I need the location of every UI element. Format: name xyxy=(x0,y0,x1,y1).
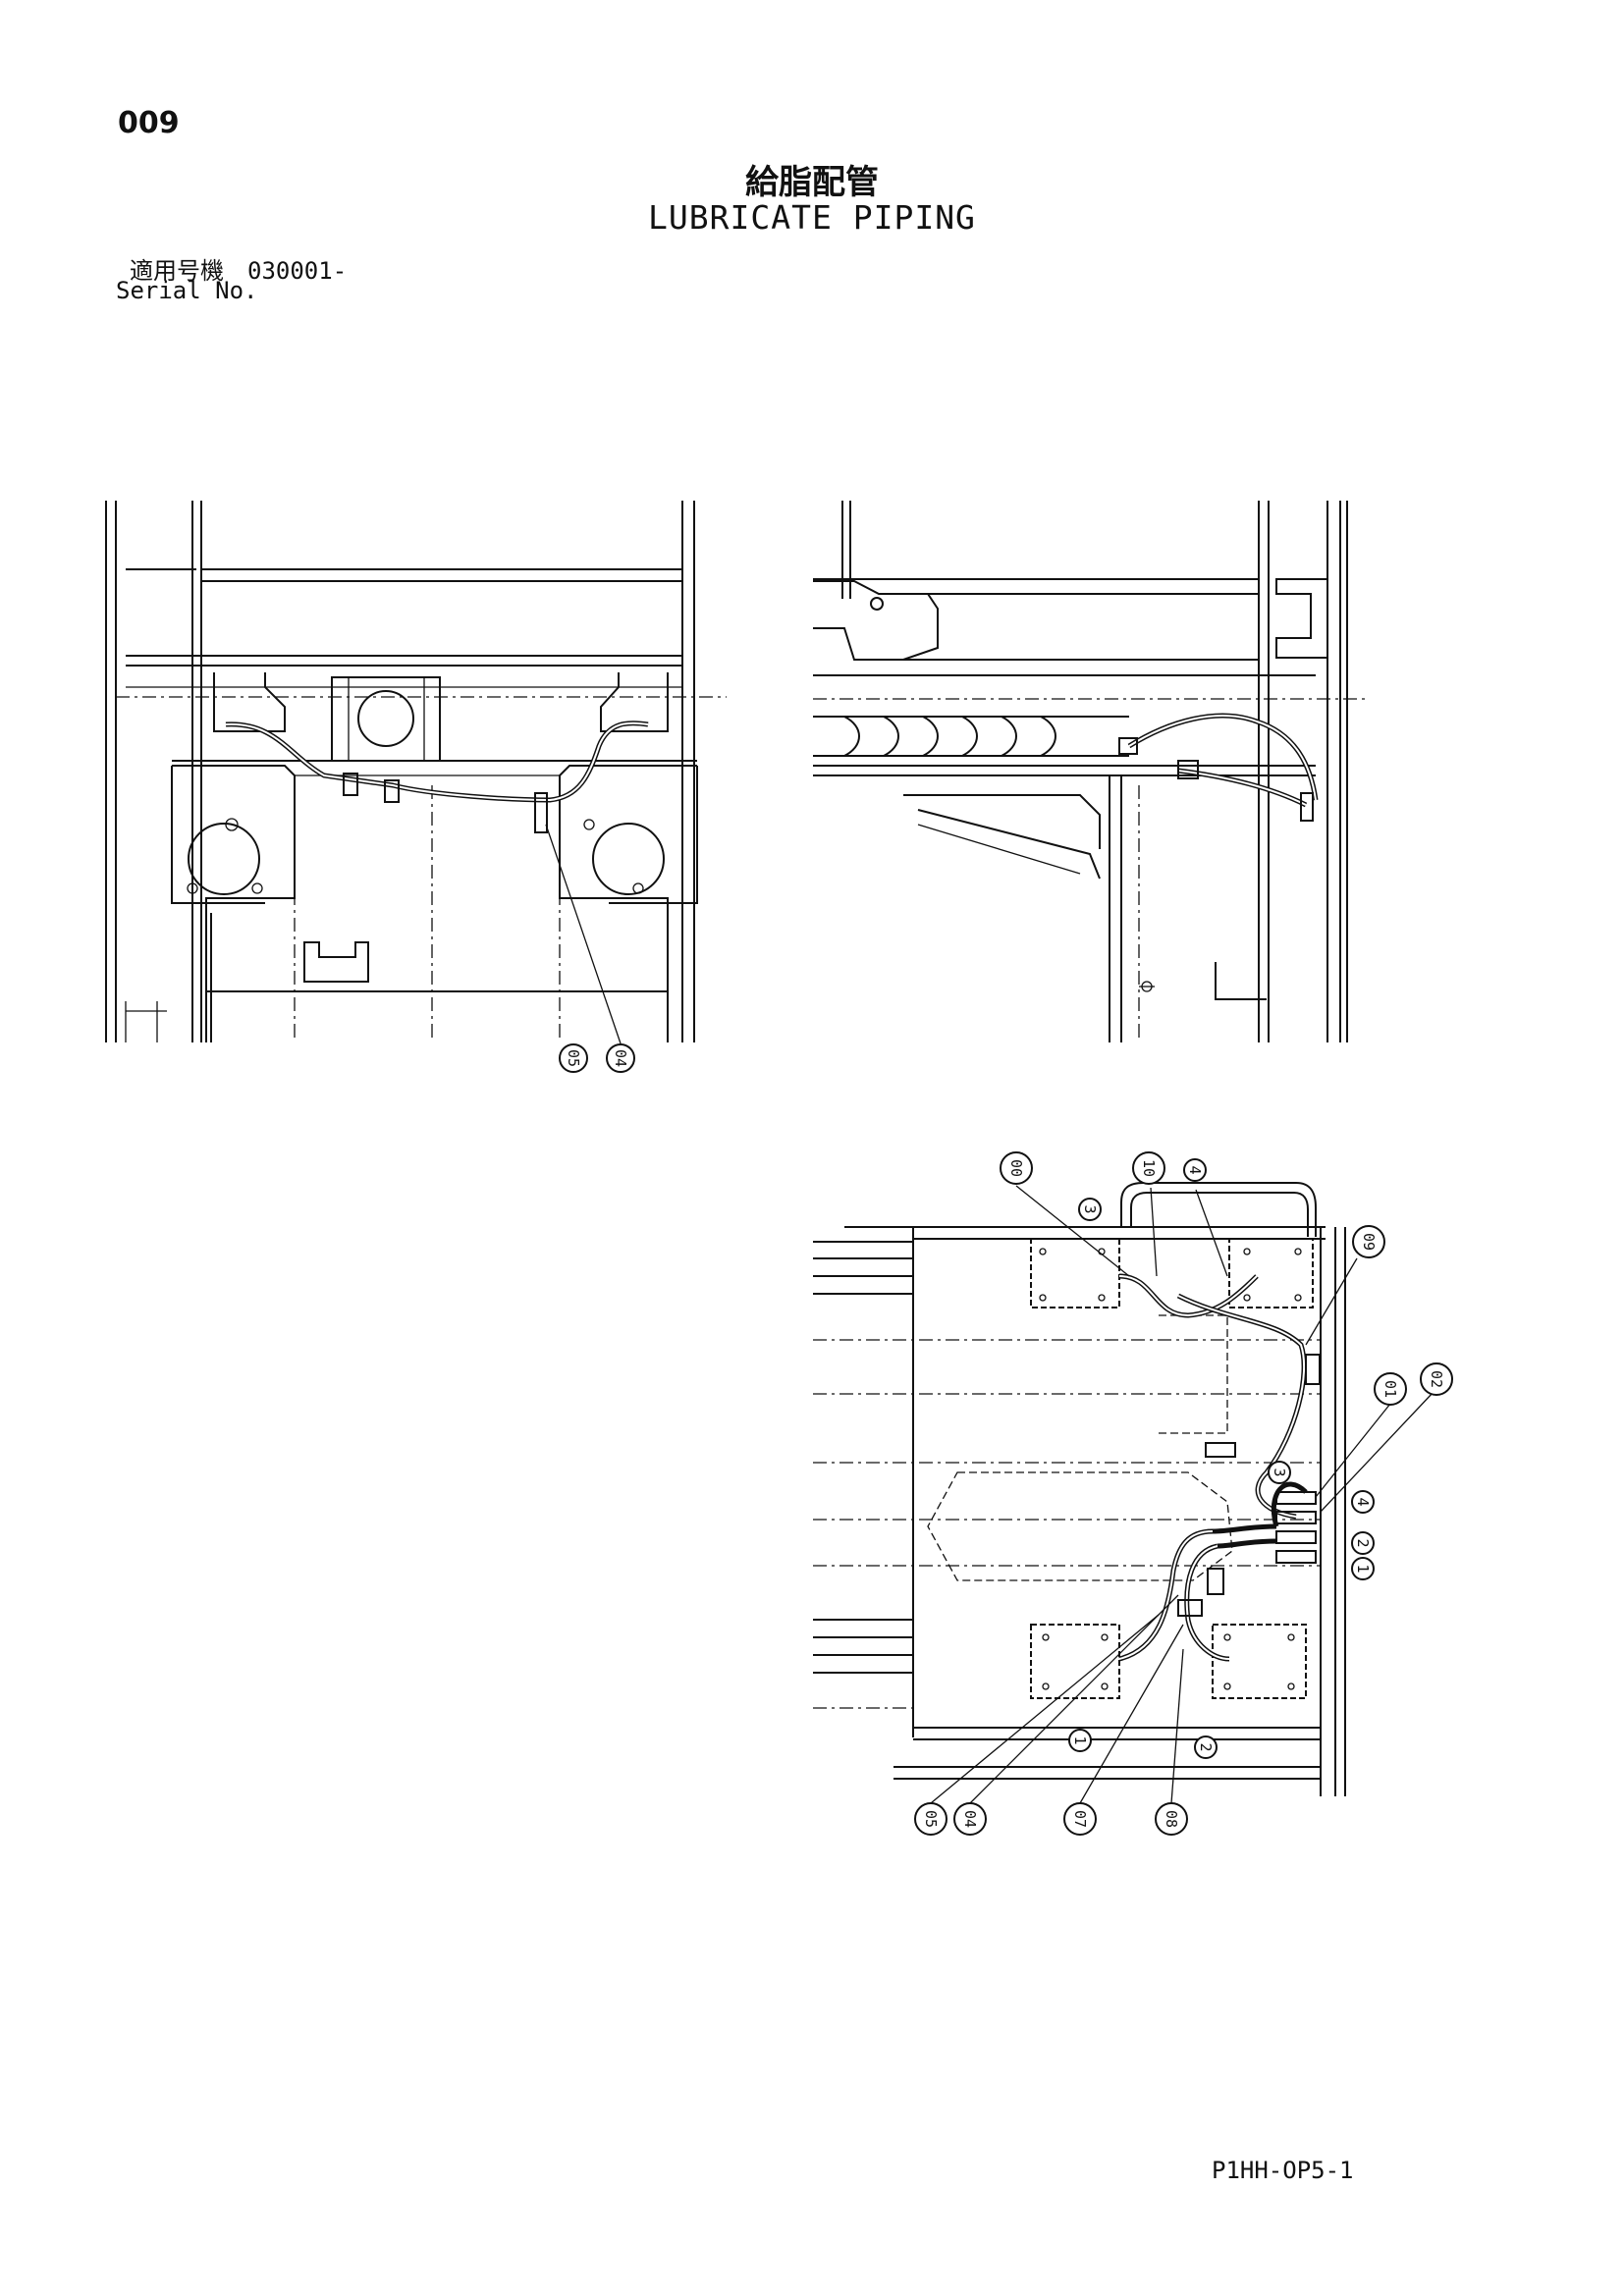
svg-text:4: 4 xyxy=(1354,1497,1372,1506)
page-number: 009 xyxy=(118,106,180,140)
svg-text:02: 02 xyxy=(1428,1370,1445,1388)
callout-view3-top-4: 01 xyxy=(1374,1372,1407,1406)
callout-view3-bottom-1: 05 xyxy=(914,1802,947,1836)
svg-text:04: 04 xyxy=(961,1810,979,1828)
callout-view3-top-2: 10 xyxy=(1132,1151,1165,1185)
svg-text:2: 2 xyxy=(1354,1538,1372,1547)
callout-view3-bottom-4: 08 xyxy=(1155,1802,1188,1836)
svg-text:3: 3 xyxy=(1271,1468,1288,1476)
callout-view3-top-3: 09 xyxy=(1352,1225,1385,1258)
svg-text:10: 10 xyxy=(1140,1159,1158,1177)
svg-text:00: 00 xyxy=(1007,1159,1025,1177)
callout-group-view3-small: 3 4 3 4 2 1 1 2 xyxy=(1068,1158,1375,1759)
view-plan xyxy=(813,1182,1435,1804)
callout-view3-top-5: 02 xyxy=(1420,1362,1453,1396)
callout-small-right-1: 3 xyxy=(1268,1461,1291,1484)
svg-text:08: 08 xyxy=(1163,1810,1180,1828)
callout-small-right-4: 1 xyxy=(1351,1557,1375,1580)
svg-text:05: 05 xyxy=(565,1049,582,1067)
callout-view3-bottom-2: 04 xyxy=(953,1802,987,1836)
callout-small-right-3: 2 xyxy=(1351,1531,1375,1555)
callout-small-bottom-2: 2 xyxy=(1194,1735,1218,1759)
callout-view3-top-1: 00 xyxy=(1000,1151,1033,1185)
svg-text:3: 3 xyxy=(1081,1204,1099,1213)
callout-view1-2: 04 xyxy=(606,1043,635,1073)
document-code: P1HH-OP5-1 xyxy=(1212,2157,1354,2184)
callout-small-top-2: 4 xyxy=(1183,1158,1207,1182)
view-front xyxy=(105,501,727,1044)
svg-text:1: 1 xyxy=(1354,1564,1372,1573)
callout-group-view3-top: 00 10 09 01 02 xyxy=(1000,1151,1453,1406)
svg-text:4: 4 xyxy=(1186,1165,1204,1174)
svg-text:04: 04 xyxy=(612,1049,629,1067)
svg-text:1: 1 xyxy=(1071,1735,1089,1744)
svg-text:07: 07 xyxy=(1071,1810,1089,1828)
svg-text:01: 01 xyxy=(1381,1380,1399,1398)
callout-small-top-1: 3 xyxy=(1078,1198,1102,1221)
page-title-japanese: 給脂配管 xyxy=(745,163,879,202)
svg-text:2: 2 xyxy=(1197,1742,1215,1751)
callout-view1-1: 05 xyxy=(559,1043,588,1073)
view-side xyxy=(813,501,1370,1042)
page-title-english: LUBRICATE PIPING xyxy=(648,198,976,237)
callout-group-view3-bottom: 05 04 07 08 xyxy=(914,1802,1188,1836)
svg-text:09: 09 xyxy=(1360,1233,1378,1251)
callout-group-view1: 05 04 xyxy=(559,1043,635,1073)
serial-label-english: Serial No. xyxy=(116,277,258,304)
serial-label-japanese: 適用号機 030001- xyxy=(130,257,348,285)
svg-text:05: 05 xyxy=(922,1810,940,1828)
callout-small-right-2: 4 xyxy=(1351,1490,1375,1514)
callout-small-bottom-1: 1 xyxy=(1068,1729,1092,1752)
callout-view3-bottom-3: 07 xyxy=(1063,1802,1097,1836)
